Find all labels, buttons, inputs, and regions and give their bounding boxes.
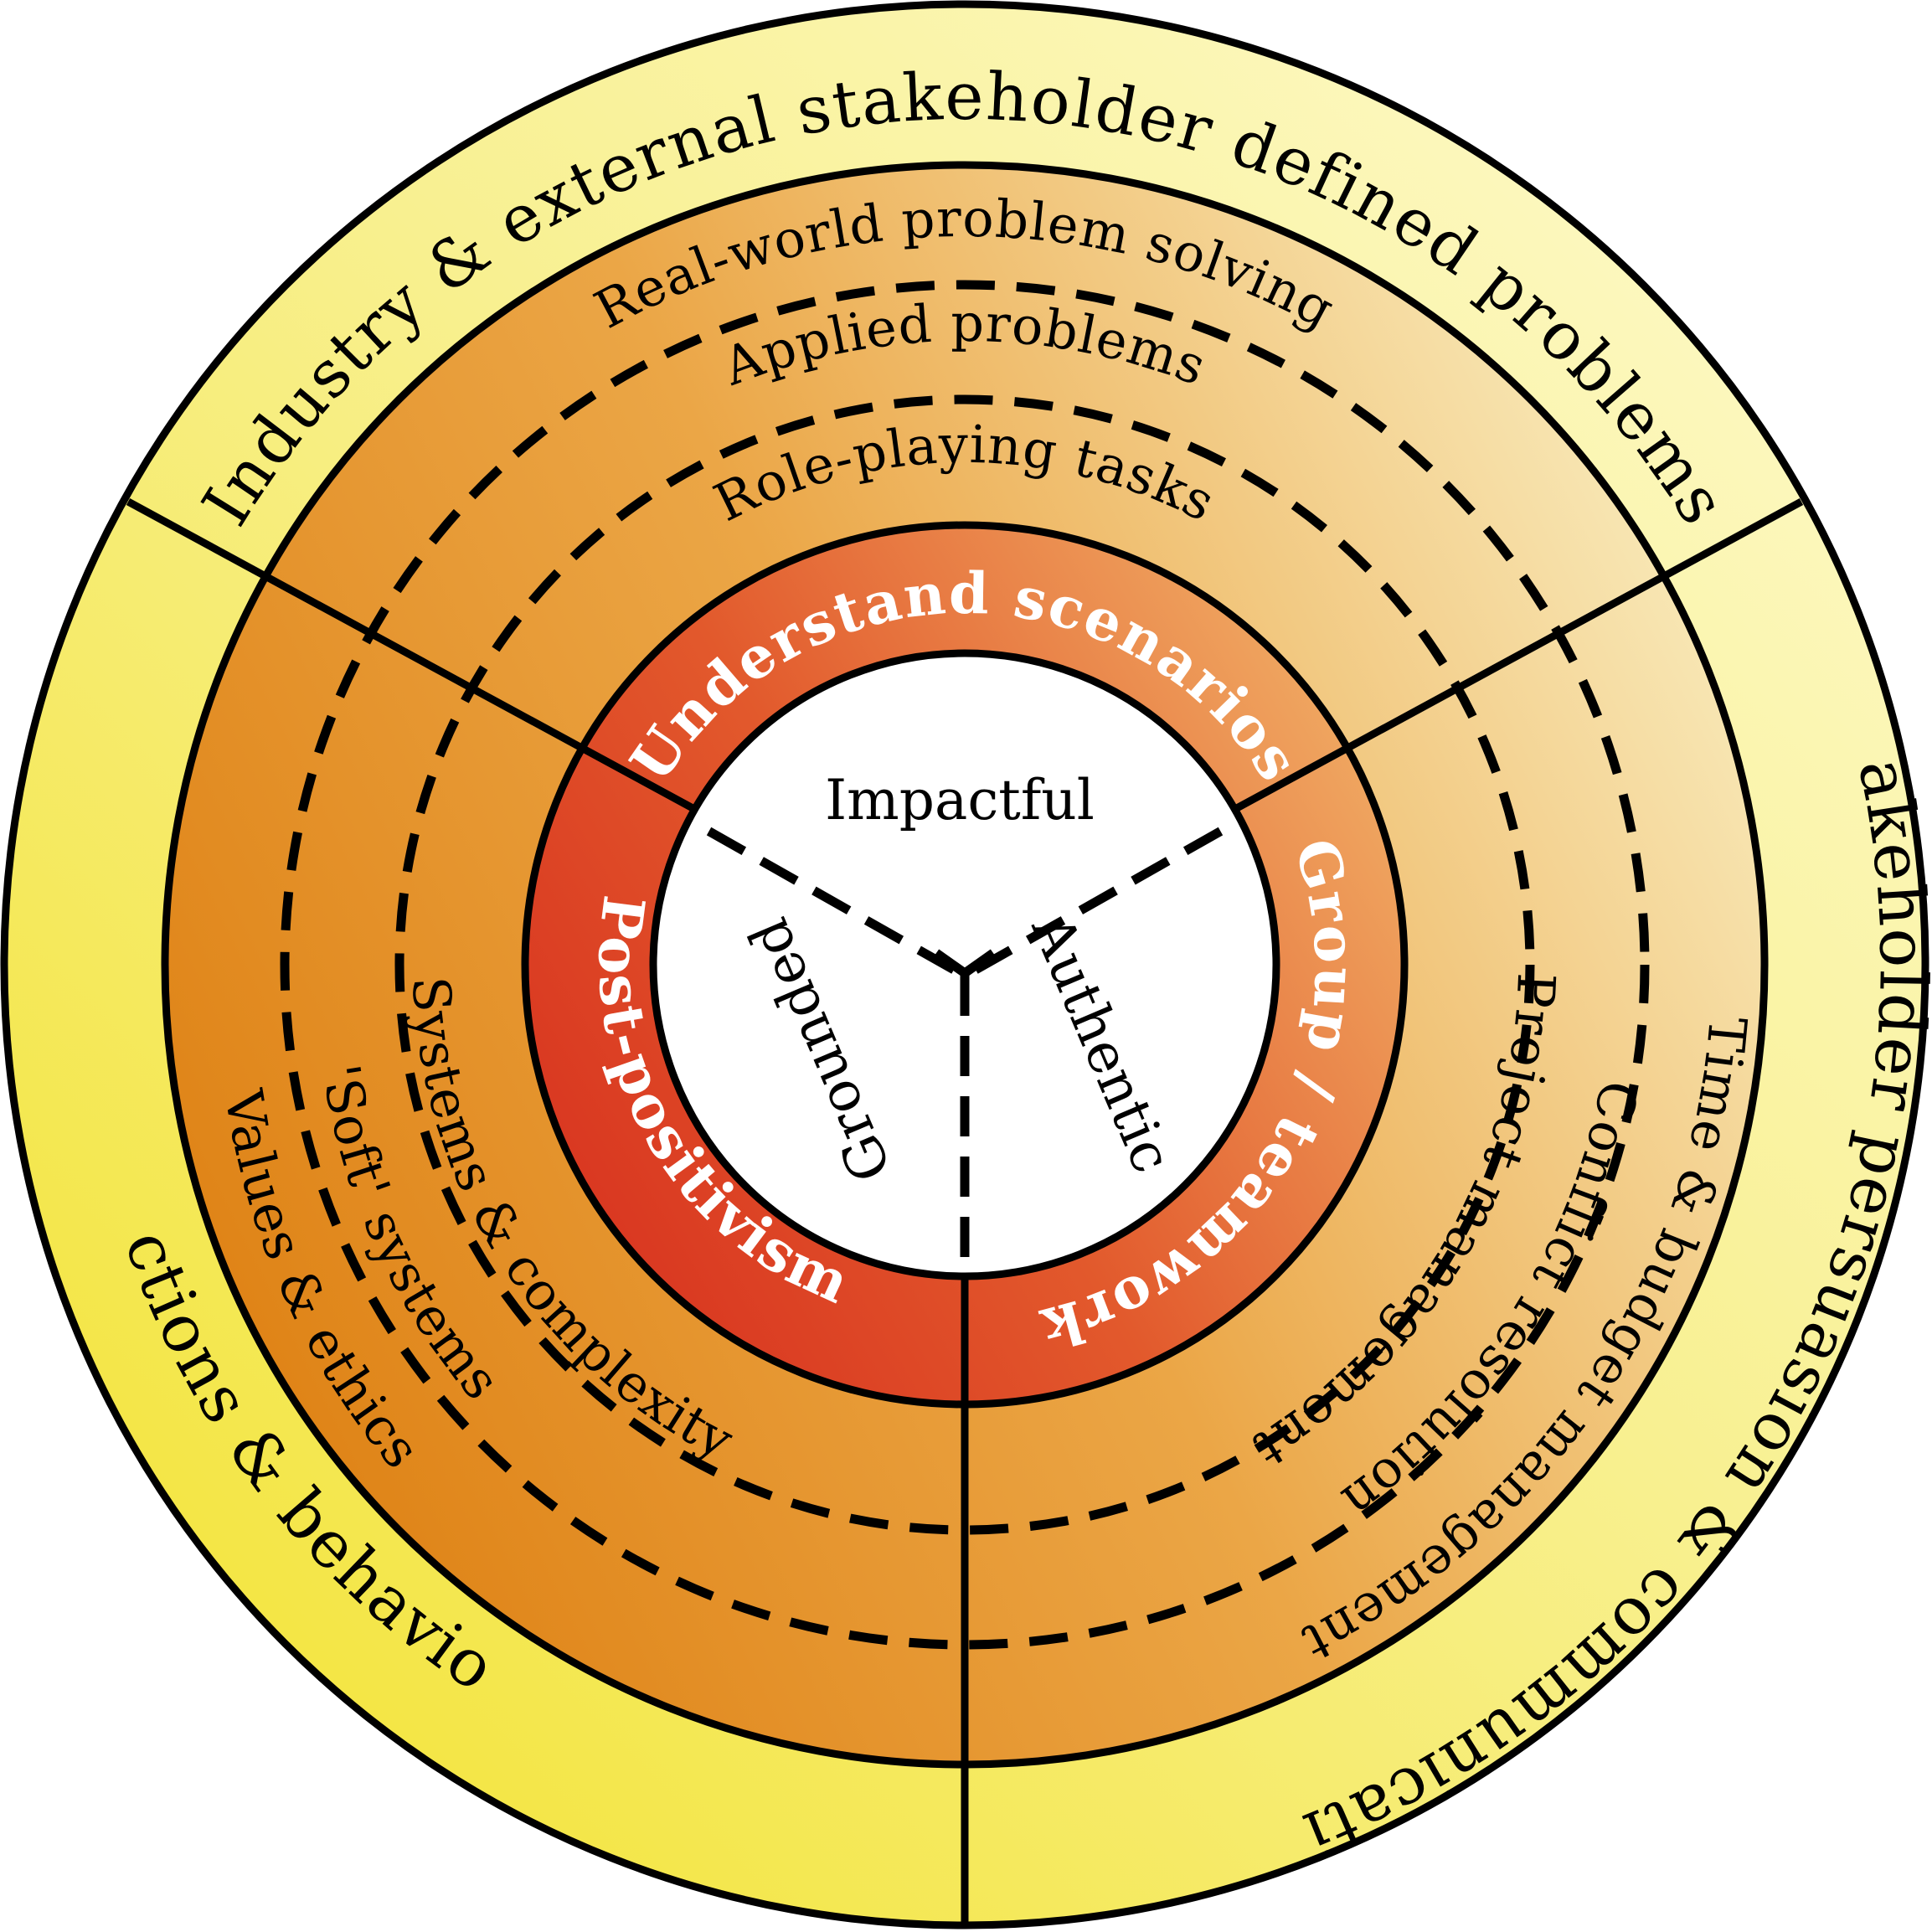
core-label-top: Impactful — [825, 768, 1095, 832]
core-dividers — [703, 825, 1227, 1276]
dashed-ring-outer — [280, 280, 1650, 1650]
sector-dividers — [126, 498, 1804, 1925]
dashed-ring-inner — [394, 394, 1535, 1535]
core-center-joint — [933, 949, 997, 1005]
